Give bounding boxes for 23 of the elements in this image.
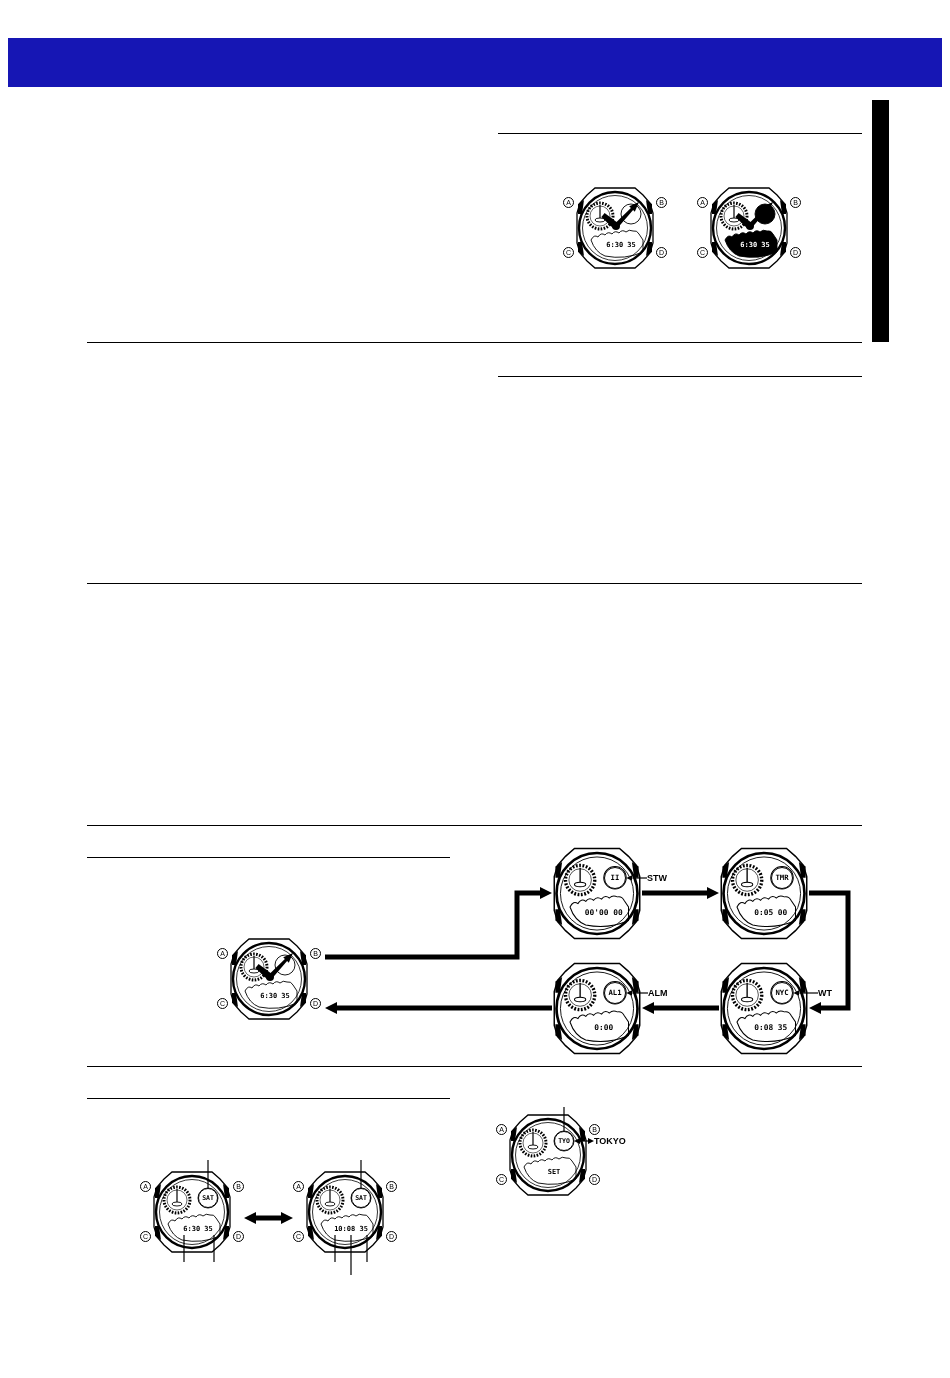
- leader-line: [183, 1234, 185, 1263]
- leader-line: [360, 1159, 362, 1189]
- leader-line: [350, 1234, 352, 1276]
- flow-arrow: [809, 890, 851, 1014]
- leader-line: [213, 1234, 215, 1263]
- leader-line: [366, 1234, 368, 1263]
- leader-arrow: [793, 990, 819, 996]
- leader-line: [207, 1159, 209, 1189]
- callout-text: WT: [818, 987, 832, 999]
- double-arrow: [574, 1138, 594, 1144]
- side-tab: [872, 100, 889, 342]
- leader-arrow: [626, 875, 648, 881]
- flow-arrow: [325, 887, 552, 960]
- leader-line: [563, 1106, 565, 1132]
- flow-arrow: [642, 1002, 719, 1014]
- callout-text: TOKYO: [594, 1135, 626, 1147]
- callout-text: ALM: [648, 987, 668, 999]
- flow-arrow: [325, 1002, 552, 1014]
- double-arrow: [244, 1212, 293, 1224]
- leader-line: [334, 1234, 336, 1263]
- leader-arrow: [626, 990, 649, 996]
- callout-text: STW: [647, 872, 667, 884]
- flow-arrow: [642, 887, 719, 899]
